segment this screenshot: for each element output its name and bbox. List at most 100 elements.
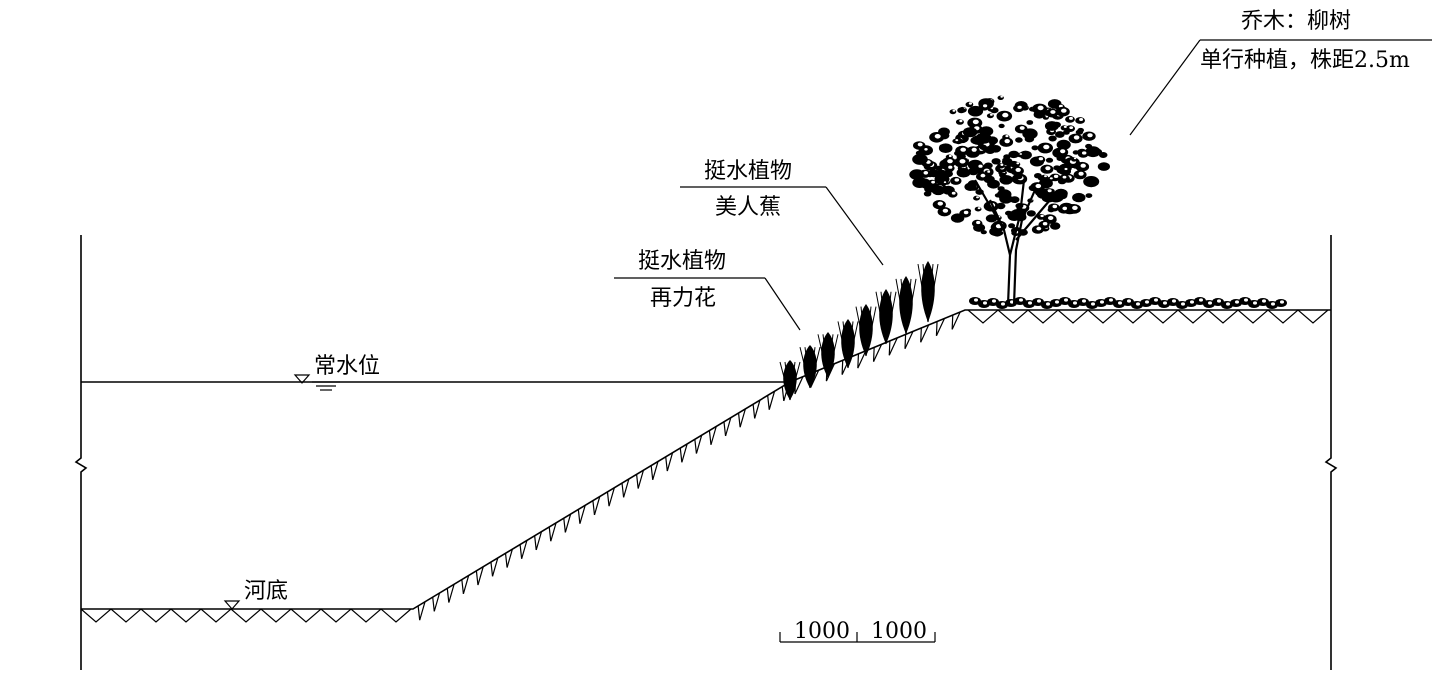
hatch-tick <box>548 526 552 542</box>
leaf-clump <box>996 202 1006 210</box>
shrub-highlight <box>1145 300 1149 304</box>
shrub-highlight <box>1235 300 1239 304</box>
riverbed-hatching <box>80 608 412 623</box>
willow-tree <box>909 95 1110 306</box>
hatch-tick <box>534 535 537 551</box>
leaf-clump <box>1015 174 1023 180</box>
hatch-tick <box>446 588 450 603</box>
hatch-zigzag <box>80 608 412 623</box>
leaf-highlight <box>951 191 956 195</box>
shrub-highlight <box>1091 302 1095 306</box>
hatch-tick <box>841 360 844 375</box>
leaf-highlight <box>1073 135 1080 140</box>
shrub-highlight <box>1262 299 1266 303</box>
hatch-tick <box>563 518 566 533</box>
leaf-clump <box>964 182 977 191</box>
leaf-highlight <box>1004 139 1010 144</box>
hatch-tick <box>535 531 543 551</box>
leaf-clump <box>1008 150 1020 159</box>
plant-stem <box>827 334 839 379</box>
leaf-clump <box>1075 129 1084 135</box>
shrub-highlight <box>1172 299 1176 303</box>
leaf-clump <box>1031 145 1039 151</box>
leaf-highlight <box>948 165 953 169</box>
shrub-highlight <box>1136 302 1140 306</box>
leaf-highlight <box>1047 189 1052 193</box>
leaf-clump <box>1085 193 1093 199</box>
leaf-highlight <box>934 134 941 139</box>
hatch-tick <box>477 566 484 586</box>
hatch-tick <box>519 544 523 559</box>
hatch-tick <box>781 386 785 401</box>
scale-bar-segment-2: 1000 <box>871 619 927 644</box>
leaf-highlight <box>1072 205 1078 210</box>
leaf-highlight <box>937 201 943 206</box>
plant-stem <box>779 361 791 401</box>
leaf-highlight <box>978 164 983 168</box>
leaf-clump <box>1085 143 1093 149</box>
hatch-tick <box>564 513 572 533</box>
shrub-highlight <box>1190 300 1194 304</box>
leaf-highlight <box>1043 144 1050 150</box>
leaf-highlight <box>971 147 977 152</box>
water-level-symbol <box>293 374 340 391</box>
hatch-tick <box>888 340 891 356</box>
leaf-clump <box>1044 121 1059 131</box>
emergent-plant <box>895 276 917 335</box>
hatch-tick <box>419 601 426 621</box>
leaf-highlight <box>1045 115 1049 118</box>
emergent-plant <box>837 319 859 369</box>
leaf-clump <box>1056 156 1064 161</box>
leaf-clump <box>999 175 1013 185</box>
leaf-highlight <box>947 159 953 164</box>
hatch-tick <box>794 376 804 395</box>
hatch-tick <box>623 478 630 498</box>
leaf-highlight <box>963 210 969 215</box>
leaf-clump <box>955 119 964 125</box>
leaf-highlight <box>1053 174 1059 178</box>
leaf-clump <box>1050 222 1061 230</box>
hatch-tick <box>920 324 930 343</box>
hatch-tick <box>432 597 435 612</box>
leaf-highlight <box>1035 183 1042 189</box>
plant-stem <box>895 278 907 335</box>
leaf-highlight <box>952 109 956 112</box>
leaf-clump <box>1022 128 1038 140</box>
hatch-tick <box>920 327 922 343</box>
leaf-clump <box>950 213 965 223</box>
leaf-clump <box>1026 210 1036 217</box>
shrub-highlight <box>983 301 987 305</box>
hatch-tick <box>593 496 601 516</box>
plant-stem <box>842 321 849 369</box>
leaf-highlight <box>1080 163 1086 168</box>
plant-stem <box>900 278 907 335</box>
hatch-tick <box>708 430 712 445</box>
leaf-highlight <box>1040 214 1044 218</box>
leaf-highlight <box>1019 126 1025 130</box>
leaf-highlight <box>1069 126 1074 129</box>
river-bed-symbol <box>223 600 241 610</box>
leaf-highlight <box>959 119 963 123</box>
leaf-highlight <box>943 181 947 184</box>
hatch-tick <box>752 404 756 419</box>
shrub-highlight <box>1199 298 1203 302</box>
leaf-clump <box>997 189 1012 200</box>
leaf-highlight <box>976 220 981 225</box>
leaf-highlight <box>917 142 923 147</box>
leaf-clump <box>975 132 992 144</box>
shrub-highlight <box>1064 298 1068 302</box>
hatch-tick <box>767 395 770 410</box>
plant-stem <box>927 264 934 323</box>
leaf-highlight <box>1079 118 1084 121</box>
leaf-clump <box>987 179 1000 189</box>
leaf-highlight <box>1045 166 1051 171</box>
leaf-highlight <box>990 113 993 116</box>
leaf-clump <box>1054 188 1068 199</box>
plant-stem <box>880 291 887 345</box>
hatch-tick <box>652 461 659 480</box>
hatch-tick <box>635 474 639 489</box>
water-level-label: 常水位 <box>314 354 380 379</box>
hatch-tick <box>504 553 508 568</box>
plant-stem <box>822 334 829 379</box>
hatch-tick <box>694 439 698 454</box>
